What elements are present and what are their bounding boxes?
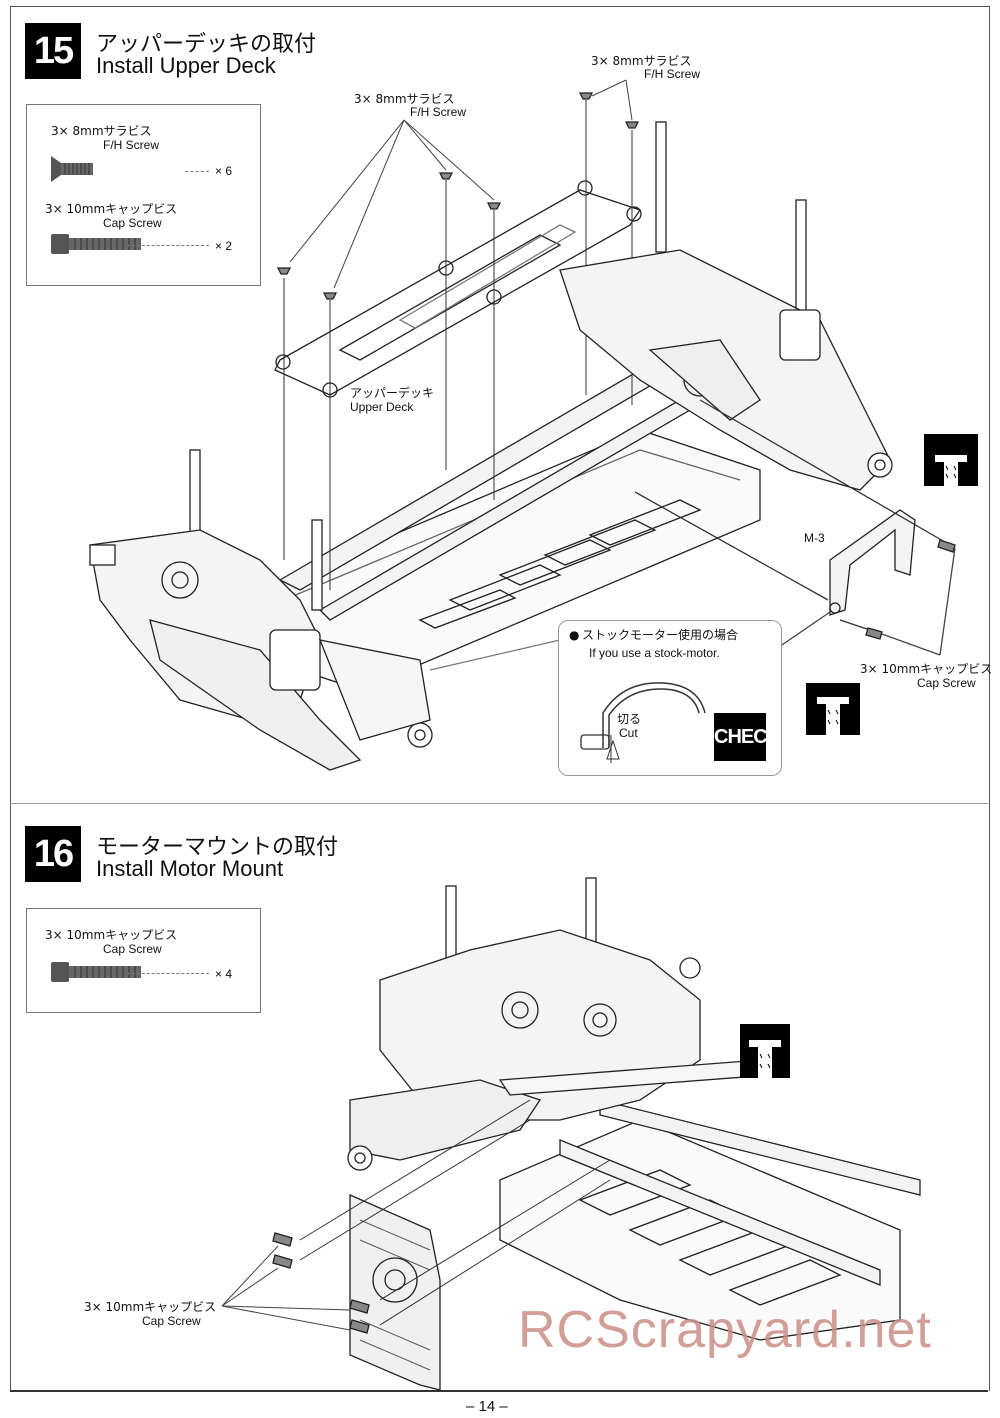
part-cap-screw-qty: × 2	[215, 239, 233, 253]
check-note-jp: ストックモーター使用の場合	[582, 628, 739, 642]
check-note-en: If you use a stock-motor.	[589, 646, 720, 660]
step-15-number: 15	[25, 23, 81, 79]
step-16-number: 16	[25, 826, 81, 882]
callout-upper-deck-jp: アッパーデッキ	[350, 386, 435, 400]
callout-fh-screw-top-en: F/H Screw	[410, 105, 467, 119]
part16-cap-screw-dashes	[127, 973, 209, 974]
section-divider	[10, 803, 988, 804]
callout-fh-screw-top-jp: 3× 8mmサラビス	[354, 92, 455, 106]
callout16-cap-screw-jp: 3× 10mmキャップビス	[84, 1300, 217, 1314]
cut-label-jp: 切る	[617, 712, 642, 726]
check-badge: CHECK	[714, 713, 781, 761]
stock-motor-check-box: ● ストックモーター使用の場合 If you use a stock-motor…	[558, 620, 782, 776]
callout-upper-deck-en: Upper Deck	[350, 400, 414, 414]
page-number: – 14 –	[466, 1398, 508, 1415]
part16-cap-screw-label-en: Cap Screw	[103, 942, 162, 956]
callout-fh-screw-right-en: F/H Screw	[644, 67, 701, 81]
step-16-chassis-diagram	[221, 877, 921, 1391]
part-fh-screw-label-jp: 3× 8mmサラビス	[51, 124, 152, 138]
bottom-rule	[10, 1390, 988, 1392]
screw-thread-detail-icon-3	[740, 1024, 790, 1078]
cut-label-en: Cut	[619, 726, 638, 740]
step-16-parts-box: 3× 10mmキャップビス Cap Screw × 4	[26, 908, 261, 1013]
motor-mount-cut-icon	[580, 682, 706, 763]
check-bullet: ●	[569, 628, 580, 642]
part-fh-screw-label-en: F/H Screw	[103, 138, 160, 152]
callout-cap-screw-jp: 3× 10mmキャップビス	[860, 662, 993, 676]
step-15-title-jp: アッパーデッキの取付	[96, 32, 317, 57]
cap-screw-icon	[51, 234, 141, 254]
part-cap-screw-label-jp: 3× 10mmキャップビス	[45, 202, 178, 216]
callout-m3: M-3	[804, 531, 825, 545]
screw-thread-detail-icon-1	[924, 434, 978, 486]
part-fh-screw-dashes	[185, 171, 209, 172]
step-15-title-en: Install Upper Deck	[96, 53, 276, 78]
screw-thread-detail-icon-2	[806, 683, 860, 735]
part-cap-screw-dashes	[127, 245, 209, 246]
callout-cap-screw-en: Cap Screw	[917, 676, 976, 690]
step-15-parts-box: 3× 8mmサラビス F/H Screw × 6 3× 10mmキャップビス C…	[26, 104, 261, 286]
step-16-title-en: Install Motor Mount	[96, 856, 284, 881]
watermark: RCScrapyard.net	[518, 1301, 932, 1359]
part-fh-screw-qty: × 6	[215, 164, 233, 178]
callout-fh-screw-right-jp: 3× 8mmサラビス	[591, 54, 692, 68]
part-cap-screw-label-en: Cap Screw	[103, 216, 162, 230]
step-16-title-jp: モーターマウントの取付	[96, 835, 339, 860]
callout16-cap-screw-en: Cap Screw	[142, 1314, 201, 1328]
part16-cap-screw-label-jp: 3× 10mmキャップビス	[45, 928, 178, 942]
cap-screw-icon	[51, 962, 141, 982]
part16-cap-screw-qty: × 4	[215, 967, 233, 981]
step-15-chassis-diagram	[89, 79, 978, 771]
page-frame	[10, 6, 990, 1391]
fh-screw-icon	[51, 156, 93, 182]
